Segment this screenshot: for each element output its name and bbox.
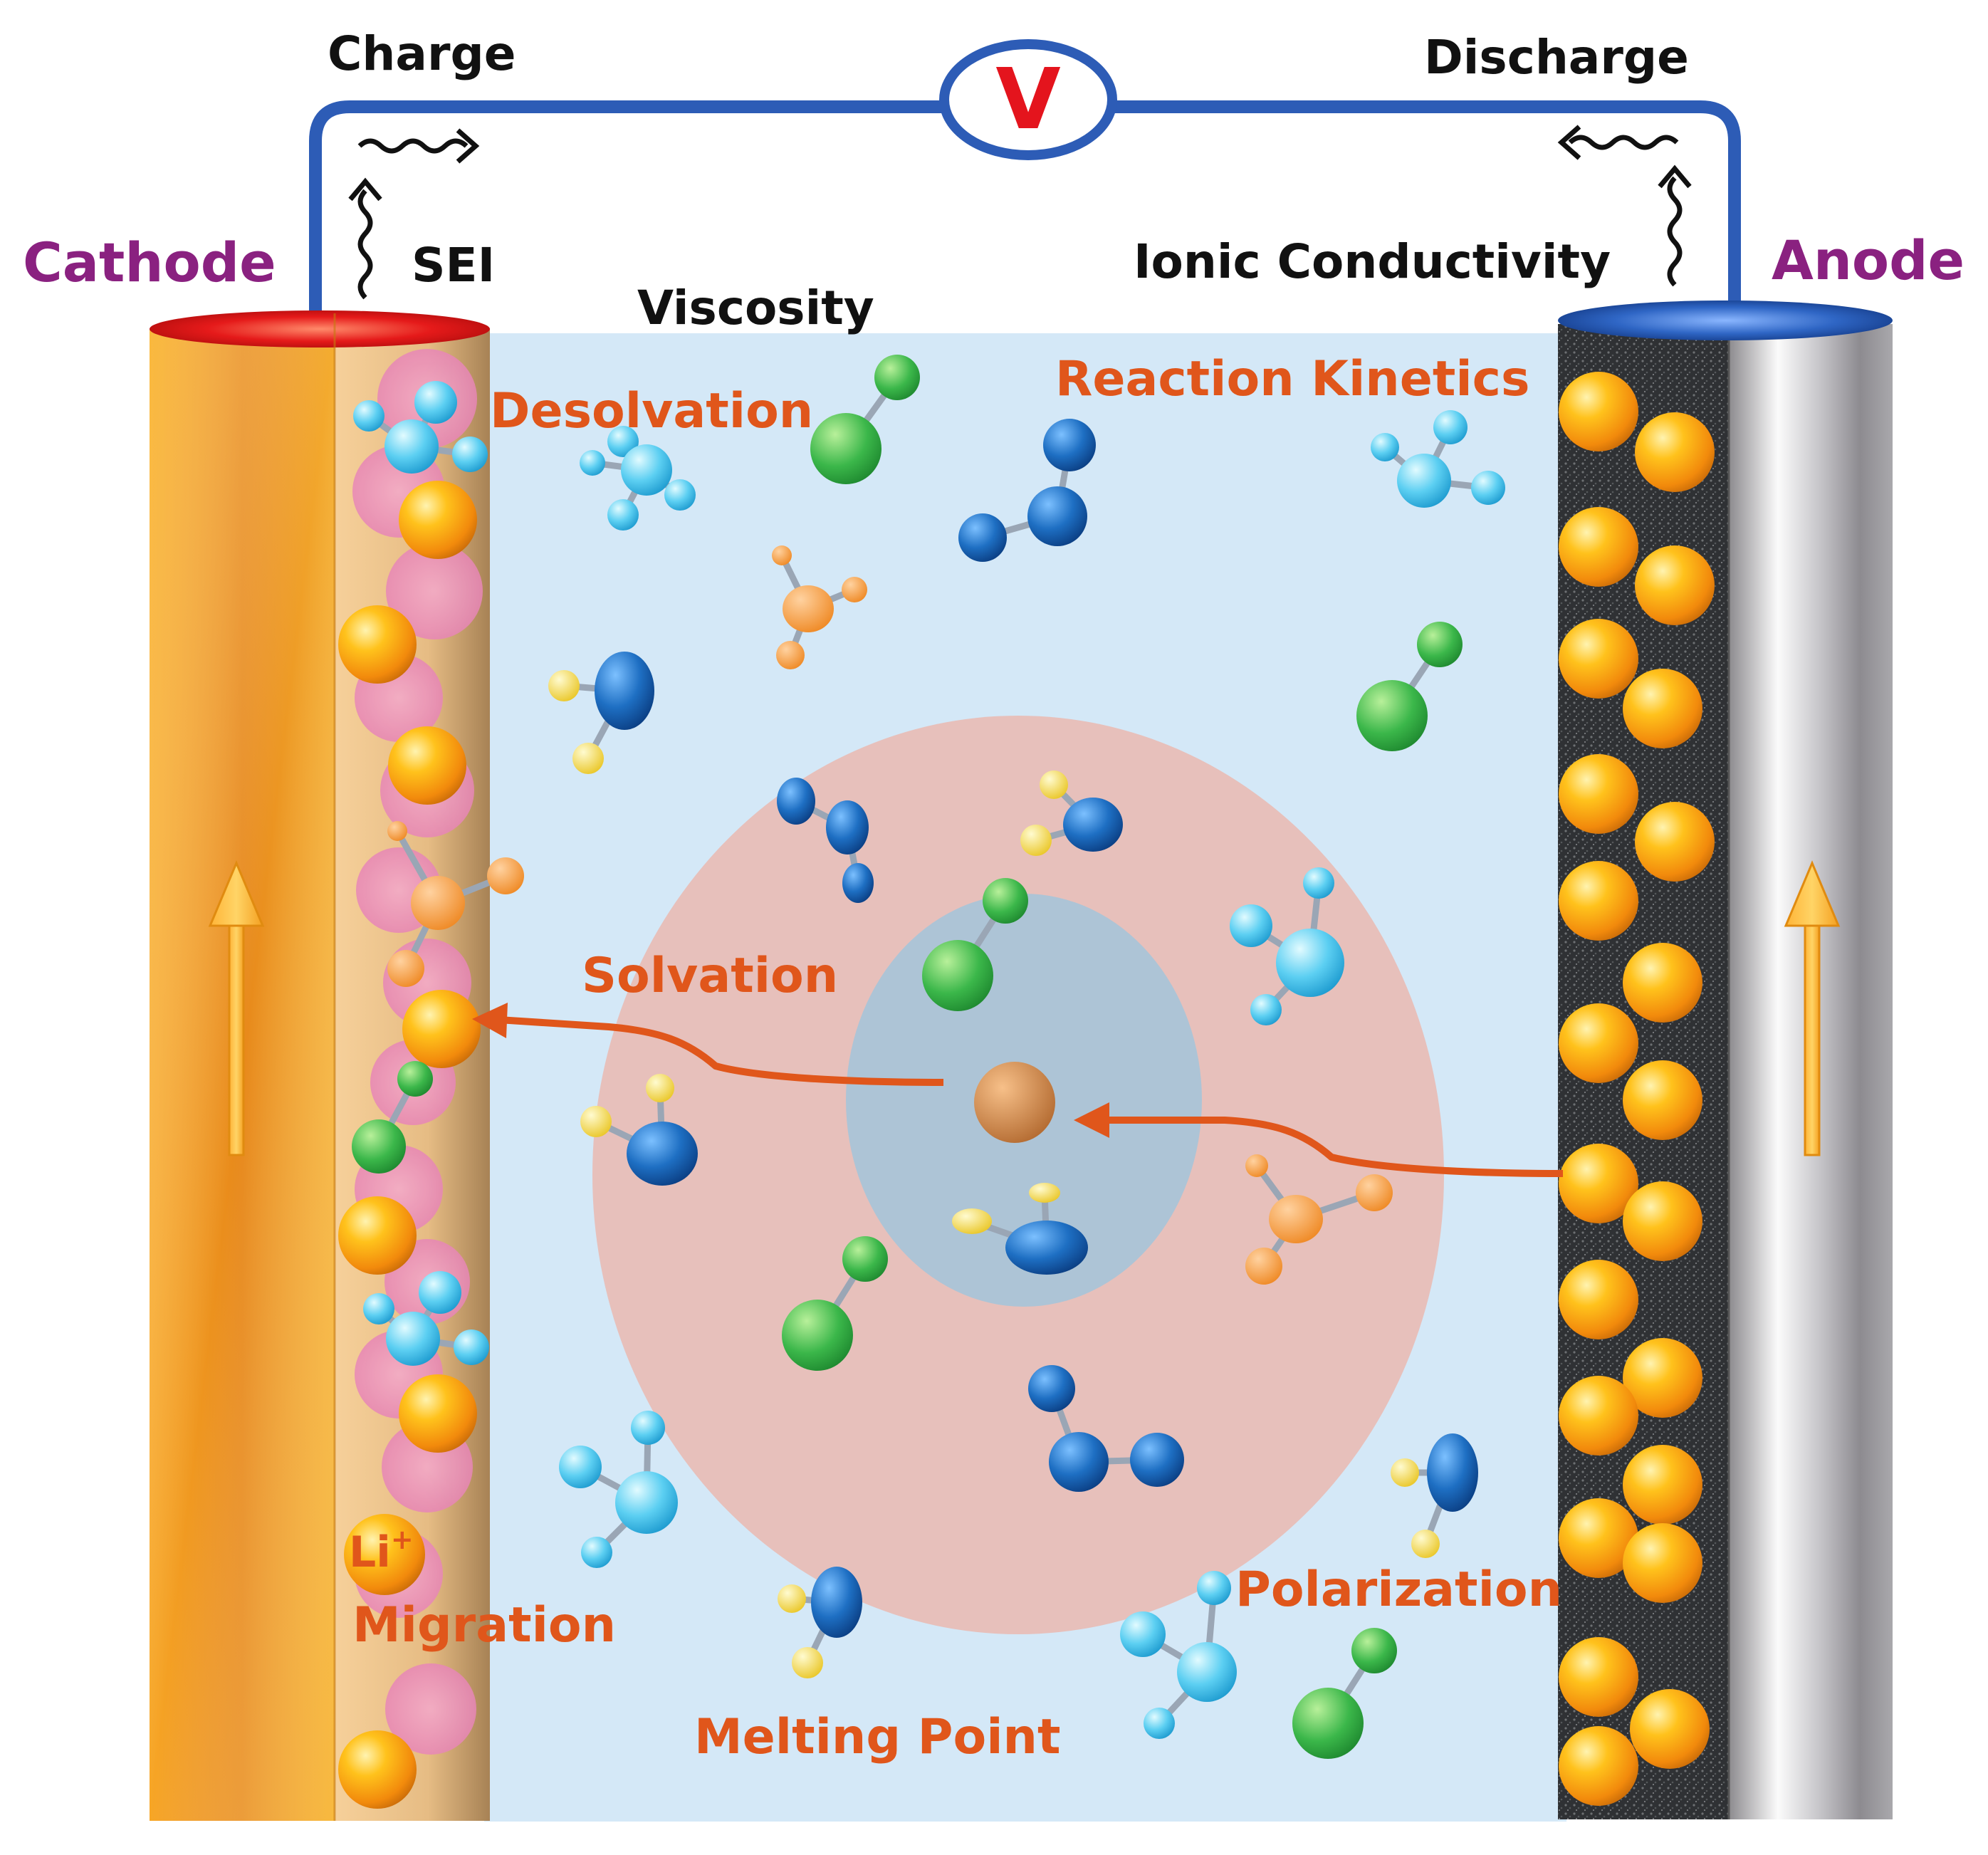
- molecule-icon: [1371, 410, 1505, 508]
- molecule-icon: [1120, 1571, 1237, 1739]
- lithium-ion-icon: [1559, 507, 1638, 587]
- molecule-icon: [548, 652, 654, 774]
- viscosity-label: Viscosity: [637, 281, 874, 335]
- molecule-icon: [778, 1567, 862, 1678]
- polarization-label: Polarization: [1235, 1562, 1562, 1618]
- lithium-ion-icon: [1559, 619, 1638, 699]
- lithium-ion-icon: [1635, 802, 1715, 882]
- molecule-icon: [782, 1236, 888, 1371]
- cathode-label: Cathode: [23, 231, 276, 294]
- molecule-icon: [922, 878, 1028, 1011]
- lithium-ion-icon: [388, 726, 466, 805]
- anode-wavy-up-arrow-icon: [1658, 164, 1692, 287]
- molecule-icon: [1230, 867, 1344, 1025]
- migration-arrow-anode-to-center: [1074, 1102, 1564, 1177]
- lithium-ion-icon: [1623, 1181, 1702, 1261]
- molecule-icon: [559, 1411, 678, 1568]
- lithium-ion-icon: [338, 1730, 417, 1809]
- ionic-conductivity-label: Ionic Conductivity: [1134, 234, 1611, 289]
- molecule-icon: [1245, 1154, 1393, 1285]
- molecule-icon: [1020, 770, 1123, 856]
- sei-particle: [386, 543, 483, 639]
- central-lithium-ion-icon: [974, 1062, 1055, 1143]
- lithium-ion-icon: [338, 1196, 417, 1275]
- molecule-icon: [1356, 622, 1463, 751]
- molecule-icon: [353, 381, 488, 474]
- melting-point-label: Melting Point: [694, 1709, 1060, 1765]
- lithium-ion-icon: [1623, 943, 1702, 1023]
- lithium-ion-icon: [1623, 1445, 1702, 1525]
- molecule-icon: [952, 1183, 1088, 1275]
- lithium-ion-icon: [1630, 1689, 1710, 1769]
- cathode-electrode: [150, 310, 490, 1821]
- molecule-icon: [1028, 1365, 1184, 1492]
- lithium-ion-label: Li+: [349, 1524, 414, 1577]
- lithium-ion-icon: [399, 481, 477, 559]
- migration-arrow-center-to-cathode: [472, 1003, 944, 1086]
- anode-up-arrow-icon: [1784, 860, 1841, 1156]
- molecule-icon: [352, 1061, 433, 1174]
- lithium-ion-icon: [1623, 1338, 1702, 1418]
- lithium-ion-icon: [1559, 1726, 1638, 1806]
- molecule-icon: [810, 355, 920, 484]
- solvation-label: Solvation: [582, 948, 838, 1004]
- voltmeter-icon: V: [939, 39, 1117, 160]
- anode-lithium-ions: [1559, 372, 1715, 1806]
- charge-wavy-arrow-icon: [357, 128, 480, 164]
- lithium-ion-icon: [1559, 754, 1638, 834]
- lithium-ion-icon: [1623, 1060, 1702, 1140]
- molecule-icon: [777, 778, 874, 903]
- legend-lithium-ion-icon: [344, 1514, 425, 1595]
- lithium-ion-icon: [1559, 1260, 1638, 1339]
- lithium-ion-icon: [1635, 412, 1715, 492]
- lithium-ion-icon: [1559, 1498, 1638, 1578]
- sei-label: SEI: [412, 238, 495, 293]
- lithium-ion-icon: [402, 990, 481, 1068]
- desolvation-label: Desolvation: [490, 383, 813, 439]
- lithium-ion-icon: [399, 1374, 477, 1453]
- molecule-icon: [1292, 1628, 1397, 1759]
- sei-wavy-up-arrow-icon: [348, 177, 382, 300]
- lithium-ion-icon: [1559, 1376, 1638, 1456]
- cathode-lithium-ions: [338, 481, 481, 1809]
- charge-label: Charge: [328, 26, 516, 81]
- discharge-wavy-arrow-icon: [1557, 125, 1679, 160]
- molecule-icon: [387, 821, 524, 987]
- lithium-ion-icon: [1623, 1523, 1702, 1603]
- molecule-icon: [580, 1074, 698, 1186]
- molecule-icon: [772, 545, 867, 669]
- lithium-ion-icon: [1635, 545, 1715, 625]
- lithium-ion-icon: [1623, 669, 1702, 748]
- lithium-ion-icon: [1559, 861, 1638, 941]
- molecule-icon: [580, 426, 696, 531]
- voltmeter-label: V: [995, 50, 1060, 148]
- lithium-ion-icon: [1559, 372, 1638, 451]
- lithium-ion-icon: [1559, 1003, 1638, 1083]
- molecule-icon: [363, 1271, 489, 1366]
- discharge-label: Discharge: [1424, 30, 1689, 85]
- migration-label: Migration: [352, 1597, 616, 1653]
- reaction-kinetics-label: Reaction Kinetics: [1055, 351, 1529, 407]
- lithium-ion-icon: [1559, 1637, 1638, 1717]
- molecule-icon: [958, 419, 1096, 562]
- solvent-molecules: [352, 355, 1505, 1759]
- cathode-up-arrow-icon: [208, 860, 265, 1156]
- lithium-ion-icon: [338, 605, 417, 684]
- sei-particle: [385, 1663, 476, 1755]
- anode-label: Anode: [1772, 229, 1965, 292]
- lithium-ion-icon: [1559, 1144, 1638, 1223]
- molecule-icon: [1391, 1433, 1478, 1558]
